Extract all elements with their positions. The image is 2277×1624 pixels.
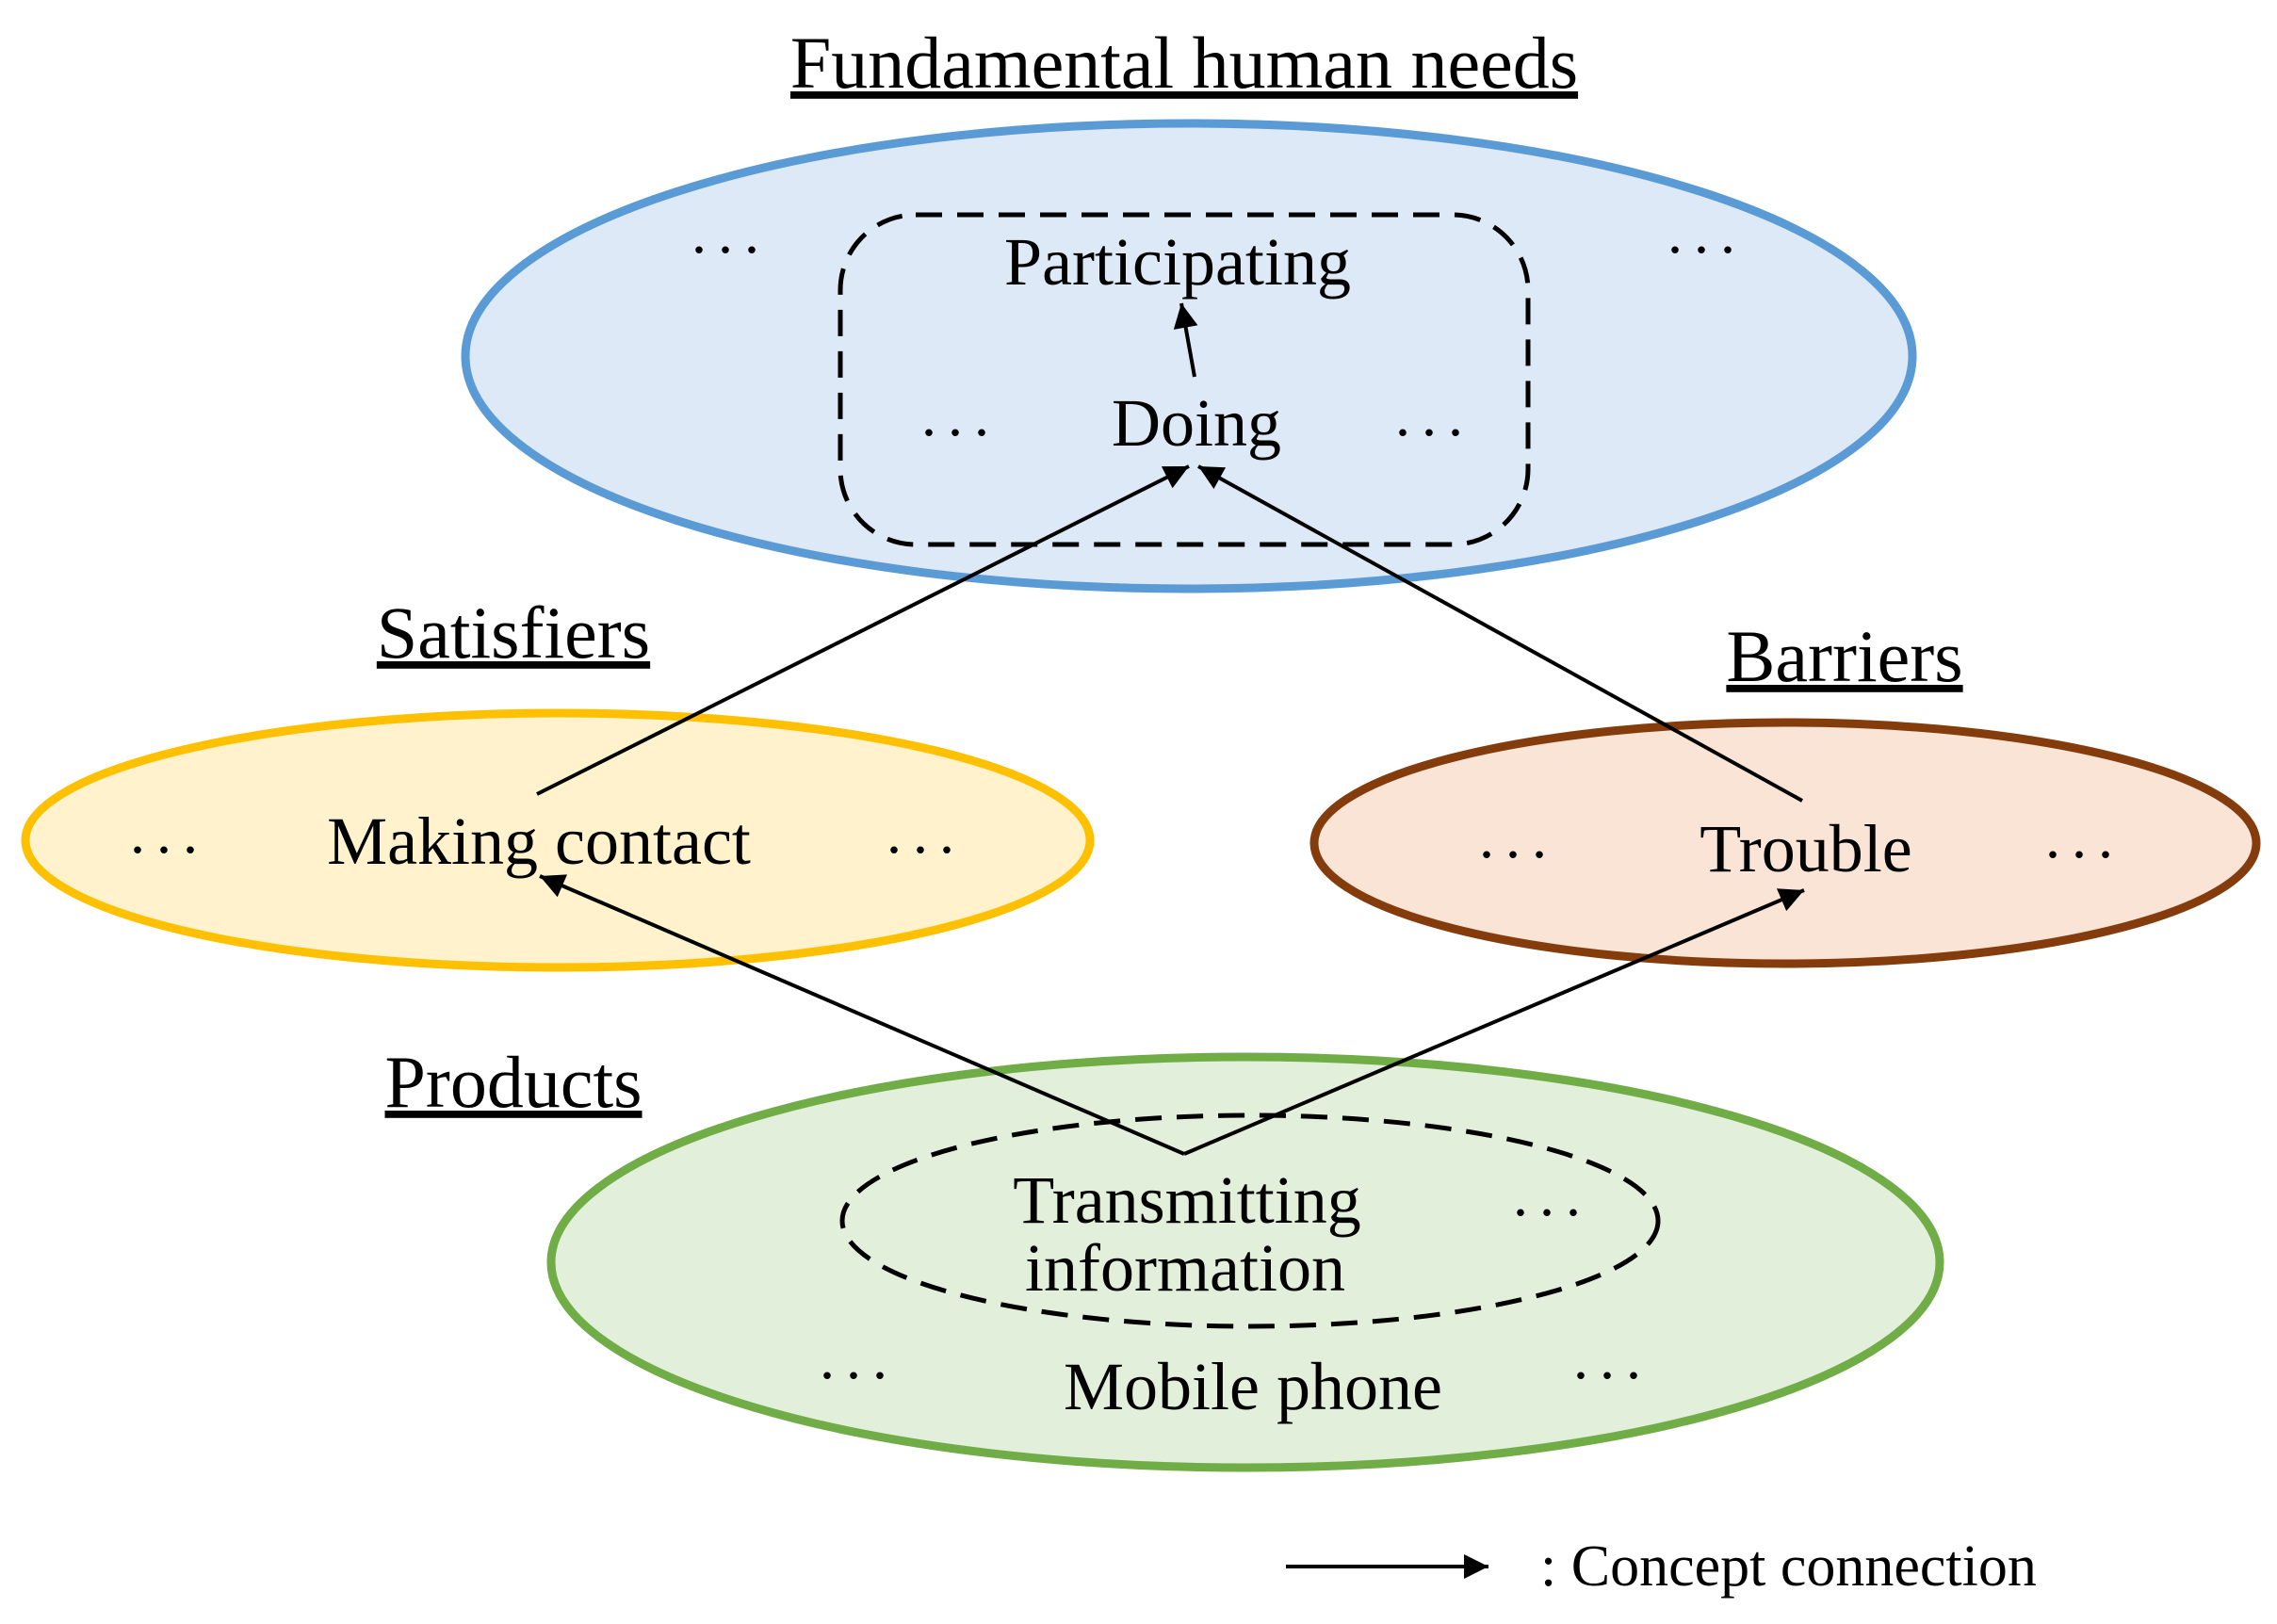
node-transmitting-line2: information xyxy=(1025,1230,1345,1306)
node-participating: Participating xyxy=(1004,224,1351,300)
title-barriers: Barriers xyxy=(1726,615,1962,697)
products-dashed-group xyxy=(839,1112,1661,1329)
arrow-doing-to-participating xyxy=(1173,302,1198,378)
needs-ellipsis-left: ... xyxy=(691,199,771,266)
node-doing: Doing xyxy=(1112,385,1281,461)
title-products: Products xyxy=(385,1041,642,1123)
node-trouble: Trouble xyxy=(1700,811,1911,886)
needs-ellipsis-right: ... xyxy=(1667,199,1747,266)
needs-dashed-group xyxy=(838,212,1531,547)
node-mobile-phone: Mobile phone xyxy=(1064,1349,1442,1424)
group-ellipsis-left: ... xyxy=(921,382,1000,448)
products-ellipsis-right: ... xyxy=(1573,1324,1652,1391)
title-needs: Fundamental human needs xyxy=(790,22,1578,104)
arrow-transmitting-to-makingcontact xyxy=(539,874,1185,1156)
satisfiers-ellipsis-left: ... xyxy=(130,799,209,866)
products-ellipse xyxy=(546,1052,1944,1472)
products-ellipsis-left: ... xyxy=(820,1324,899,1391)
legend-label: : Concept connection xyxy=(1540,1535,2037,1599)
arrow-trouble-to-doing xyxy=(1197,464,1803,803)
node-making-contact: Making contact xyxy=(327,804,751,879)
group-ellipsis-right: ... xyxy=(1395,382,1474,448)
legend: : Concept connection xyxy=(1286,1535,2037,1599)
barriers-ellipsis-right: ... xyxy=(2045,804,2124,870)
satisfiers-ellipse xyxy=(21,708,1095,972)
barriers-ellipsis-left: ... xyxy=(1479,804,1558,870)
needs-ellipse xyxy=(461,119,1917,593)
node-transmitting-line1: Transmitting xyxy=(1013,1162,1360,1238)
satisfiers-ellipsis-right: ... xyxy=(886,799,966,866)
barriers-ellipse xyxy=(1309,718,2261,968)
arrow-transmitting-to-trouble xyxy=(1183,888,1805,1156)
transmitting-ellipsis-right: ... xyxy=(1513,1161,1592,1228)
arrow-makingcontact-to-doing xyxy=(536,464,1190,796)
title-satisfiers: Satisfiers xyxy=(377,592,650,674)
